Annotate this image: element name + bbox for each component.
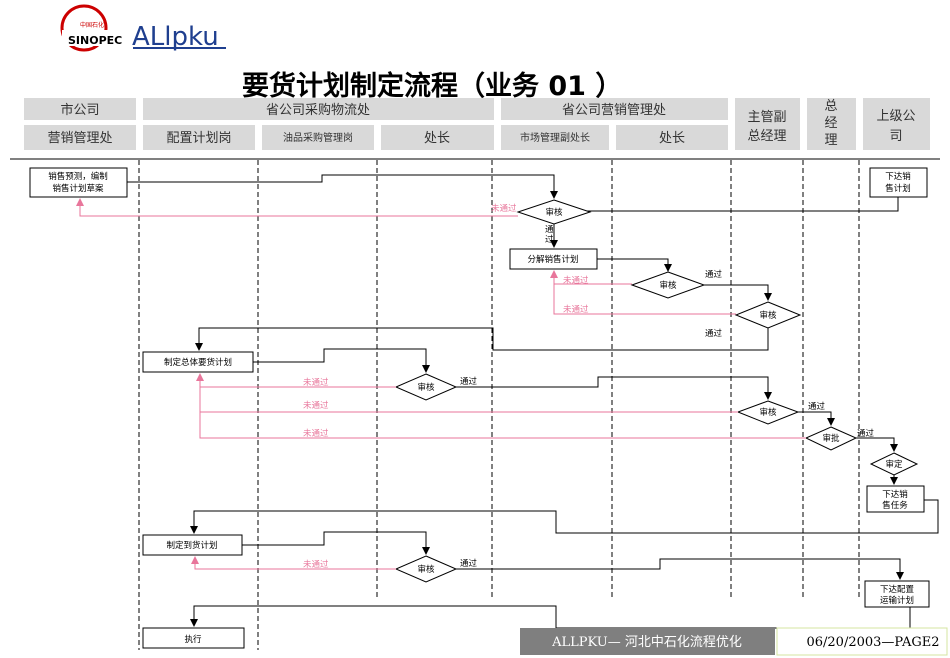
label-pass-3: 通过	[705, 328, 723, 339]
decision-review-3[interactable]: 审核	[734, 301, 802, 329]
svg-text:审核: 审核	[659, 280, 677, 291]
node-superior-sales-plan[interactable]: 下达销 售计划	[869, 167, 928, 198]
label-pass-7: 通过	[460, 558, 478, 569]
label-fail-5: 未通过	[303, 400, 329, 411]
decision-review-5[interactable]: 审核	[736, 400, 800, 425]
svg-text:售计划: 售计划	[885, 183, 911, 194]
header-vp: 主管副总经理	[747, 110, 786, 144]
footer-right: 06/20/2003—PAGE2	[776, 627, 948, 656]
swimlane-dividers	[138, 160, 860, 650]
svg-text:审核: 审核	[417, 382, 435, 393]
svg-text:执行: 执行	[184, 634, 202, 645]
svg-text:售任务: 售任务	[882, 500, 908, 511]
label-fail-2: 未通过	[563, 275, 589, 286]
svg-text:销售计划草案: 销售计划草案	[52, 183, 104, 194]
header-gm: 总经理	[824, 99, 837, 148]
label-pass-2: 通过	[705, 269, 723, 280]
svg-text:ALLPKU— 河北中石化流程优化: ALLPKU— 河北中石化流程优化	[551, 635, 742, 650]
svg-text:06/20/2003—PAGE2: 06/20/2003—PAGE2	[806, 635, 939, 650]
svg-text:下达配置: 下达配置	[880, 584, 915, 595]
label-fail-4: 未通过	[303, 377, 329, 388]
label-pass-1a: 通	[545, 224, 554, 235]
svg-text:分解销售计划: 分解销售计划	[527, 254, 578, 265]
decision-review-2[interactable]: 审核	[630, 271, 706, 299]
decision-confirm[interactable]: 审定	[869, 452, 919, 476]
svg-text:销售预测，编制: 销售预测，编制	[48, 171, 108, 182]
svg-text:制定到货计划: 制定到货计划	[166, 540, 217, 551]
decision-review-4[interactable]: 审核	[394, 373, 458, 401]
header-director-2: 处长	[659, 131, 685, 146]
svg-text:制定总体要货计划: 制定总体要货计划	[164, 357, 232, 368]
node-arrival-plan[interactable]: 制定到货计划	[142, 534, 243, 556]
header-market-deputy: 市场管理副处长	[520, 131, 590, 144]
sinopec-text: SINOPEC	[68, 34, 122, 47]
label-fail-1: 未通过	[491, 203, 517, 214]
node-superior-sales-task[interactable]: 下达销 售任务	[866, 485, 925, 513]
header-config-post: 配置计划岗	[166, 131, 231, 146]
header-superior: 上级公司	[876, 109, 915, 144]
svg-text:审核: 审核	[417, 564, 435, 575]
node-superior-transport-plan[interactable]: 下达配置 运输计划	[864, 580, 930, 608]
label-fail-7: 未通过	[303, 559, 329, 570]
label-fail-6: 未通过	[303, 428, 329, 439]
svg-text:审核: 审核	[759, 310, 777, 321]
header-marketing: 省公司营销管理处	[562, 103, 666, 118]
svg-text:审批: 审批	[822, 433, 840, 444]
svg-text:审定: 审定	[885, 459, 903, 470]
header-city: 市公司	[60, 102, 99, 118]
label-pass-4: 通过	[460, 376, 478, 387]
node-sales-draft[interactable]: 销售预测，编制 销售计划草案	[29, 167, 128, 198]
decision-approve[interactable]: 审批	[804, 426, 858, 451]
footer-left: ALLPKU— 河北中石化流程优化	[520, 628, 775, 655]
label-fail-3: 未通过	[563, 304, 589, 315]
header-marketing-dept: 营销管理处	[47, 131, 112, 146]
decision-review-1[interactable]: 审核	[516, 199, 592, 225]
svg-text:审核: 审核	[545, 207, 563, 218]
node-execute[interactable]: 执行	[142, 627, 245, 649]
page-title: 要货计划制定流程（业务 01 ）	[242, 70, 622, 102]
svg-text:下达销: 下达销	[882, 489, 908, 500]
sinopec-logo: SINOPEC 中国石化	[60, 4, 122, 52]
svg-text:运输计划: 运输计划	[880, 595, 914, 606]
label-pass-5: 通过	[808, 401, 826, 412]
svg-text:下达销: 下达销	[885, 171, 911, 182]
svg-text:审核: 审核	[759, 407, 777, 418]
label-pass-1b: 过	[545, 234, 554, 245]
header-oil-purchase: 油品采购管理岗	[283, 131, 353, 144]
node-total-plan[interactable]: 制定总体要货计划	[142, 351, 254, 373]
sinopec-cn: 中国石化	[80, 21, 104, 29]
header-procurement: 省公司采购物流处	[266, 102, 370, 118]
node-split-plan[interactable]: 分解销售计划	[509, 248, 598, 270]
decision-review-6[interactable]: 审核	[394, 555, 458, 583]
header-director-1: 处长	[424, 131, 450, 146]
label-pass-6: 通过	[857, 428, 875, 439]
